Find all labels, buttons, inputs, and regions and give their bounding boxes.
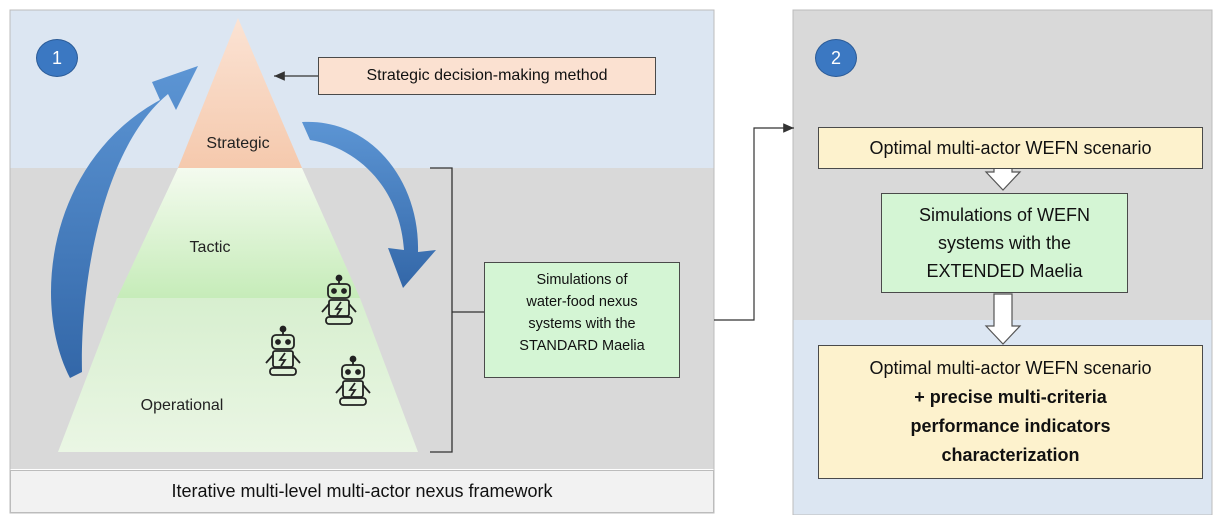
standard-simulation-line: water-food nexus bbox=[526, 294, 638, 310]
optimal-scenario-label: Optimal multi-actor WEFN scenario bbox=[869, 138, 1152, 158]
standard-simulation-line: STANDARD Maelia bbox=[519, 338, 645, 354]
panel2-border bbox=[792, 9, 1213, 515]
standard-simulation-line: systems with the bbox=[528, 316, 636, 332]
strategic-method-box: Strategic decision-making method bbox=[318, 57, 656, 95]
robot-icon bbox=[321, 274, 357, 325]
pyramid-tactic-level bbox=[117, 168, 360, 298]
operational-bracket bbox=[430, 167, 453, 453]
pyramid-strategic-level bbox=[178, 18, 302, 168]
extended-simulation-line: Simulations of WEFN bbox=[918, 205, 1091, 225]
panel-connector-arrow bbox=[714, 123, 794, 321]
extended-simulation-box: Simulations of WEFN systems with the EXT… bbox=[881, 193, 1128, 293]
robot-icon bbox=[335, 355, 371, 406]
standard-simulation-line: Simulations of bbox=[536, 272, 628, 288]
curved-arrow-down-icon bbox=[302, 121, 436, 288]
standard-simulation-box: Simulations of water-food nexus systems … bbox=[484, 262, 680, 378]
level-label-operational: Operational bbox=[141, 397, 224, 414]
extended-simulation-line: EXTENDED Maelia bbox=[926, 261, 1083, 281]
level-label-tactic: Tactic bbox=[190, 239, 231, 256]
extended-simulation-line: systems with the bbox=[937, 233, 1072, 253]
result-indicator-line: + precise multi-criteria bbox=[914, 387, 1107, 407]
panel1-border bbox=[9, 9, 715, 514]
framework-footer-label: Iterative multi-level multi-actor nexus … bbox=[171, 481, 553, 501]
result-scenario-line: Optimal multi-actor WEFN scenario bbox=[869, 358, 1152, 378]
level-label-strategic: Strategic bbox=[206, 135, 269, 152]
step-badge-2: 2 bbox=[815, 39, 857, 77]
robot-icon bbox=[265, 325, 301, 376]
strategic-method-label: Strategic decision-making method bbox=[366, 67, 608, 84]
result-box: Optimal multi-actor WEFN scenario + prec… bbox=[818, 345, 1203, 479]
result-indicator-line: characterization bbox=[941, 445, 1080, 465]
framework-footer: Iterative multi-level multi-actor nexus … bbox=[10, 470, 714, 513]
down-arrow-icon bbox=[984, 293, 1022, 345]
curved-arrow-up-icon bbox=[50, 66, 198, 378]
step-badge-1: 1 bbox=[36, 39, 78, 77]
optimal-scenario-box: Optimal multi-actor WEFN scenario bbox=[818, 127, 1203, 169]
result-indicator-line: performance indicators bbox=[910, 416, 1111, 436]
pyramid-operational-level bbox=[58, 298, 418, 452]
